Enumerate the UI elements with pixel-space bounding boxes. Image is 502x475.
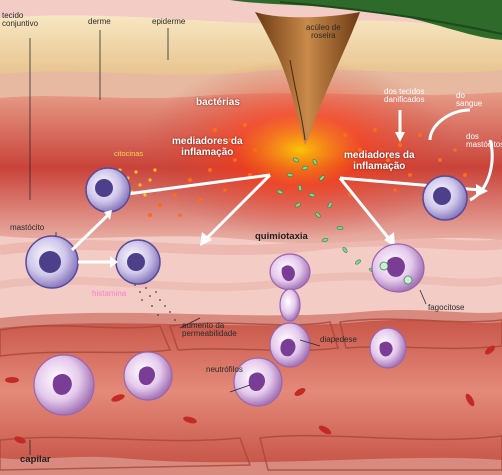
rose-stem-edge — [279, 1, 502, 35]
neutrophil-diapedesis — [269, 288, 311, 368]
epidermis-layer — [0, 15, 502, 75]
label-fagocitose: fagocitose — [428, 303, 465, 312]
inflammation-glow — [140, 60, 460, 240]
rose-stem — [230, 0, 502, 40]
label-histamina: histamina — [92, 289, 127, 298]
neutrophil — [123, 351, 173, 401]
label-quimiotaxia: quimiotaxia — [255, 231, 308, 242]
neutrophil — [369, 327, 407, 369]
thorn-line — [289, 59, 306, 141]
histamine-dots — [134, 284, 176, 321]
mast-arrow — [469, 139, 494, 202]
neutrophil — [33, 354, 95, 416]
mast-cell — [422, 175, 468, 221]
tissue-fiber — [0, 236, 502, 255]
neutrophil-phagocytosis — [371, 243, 425, 293]
label-capilar: capilar — [20, 454, 51, 465]
mast-cell — [115, 239, 161, 285]
label-diapedese: diapedese — [320, 335, 357, 344]
red-blood-cells — [5, 345, 495, 444]
mast-arrow — [70, 213, 110, 252]
rose-thorn — [255, 12, 360, 145]
label-derme: derme — [88, 17, 111, 26]
neutrophil — [233, 357, 283, 407]
blood-arrow — [428, 108, 471, 141]
label-bacterias: bactérias — [196, 97, 240, 108]
neutrophil — [269, 253, 311, 291]
leader-lines — [29, 28, 427, 455]
arrowhead — [110, 256, 118, 268]
label-epiderme: epiderme — [152, 17, 186, 26]
label-neutrofilos: neutrófilos — [206, 365, 243, 374]
mast-cell — [25, 235, 79, 289]
label-citocinas: citocinas — [114, 149, 144, 158]
label-mastocito: mastócito — [10, 223, 45, 232]
mast-cell — [85, 167, 131, 213]
arrowhead — [104, 210, 112, 220]
